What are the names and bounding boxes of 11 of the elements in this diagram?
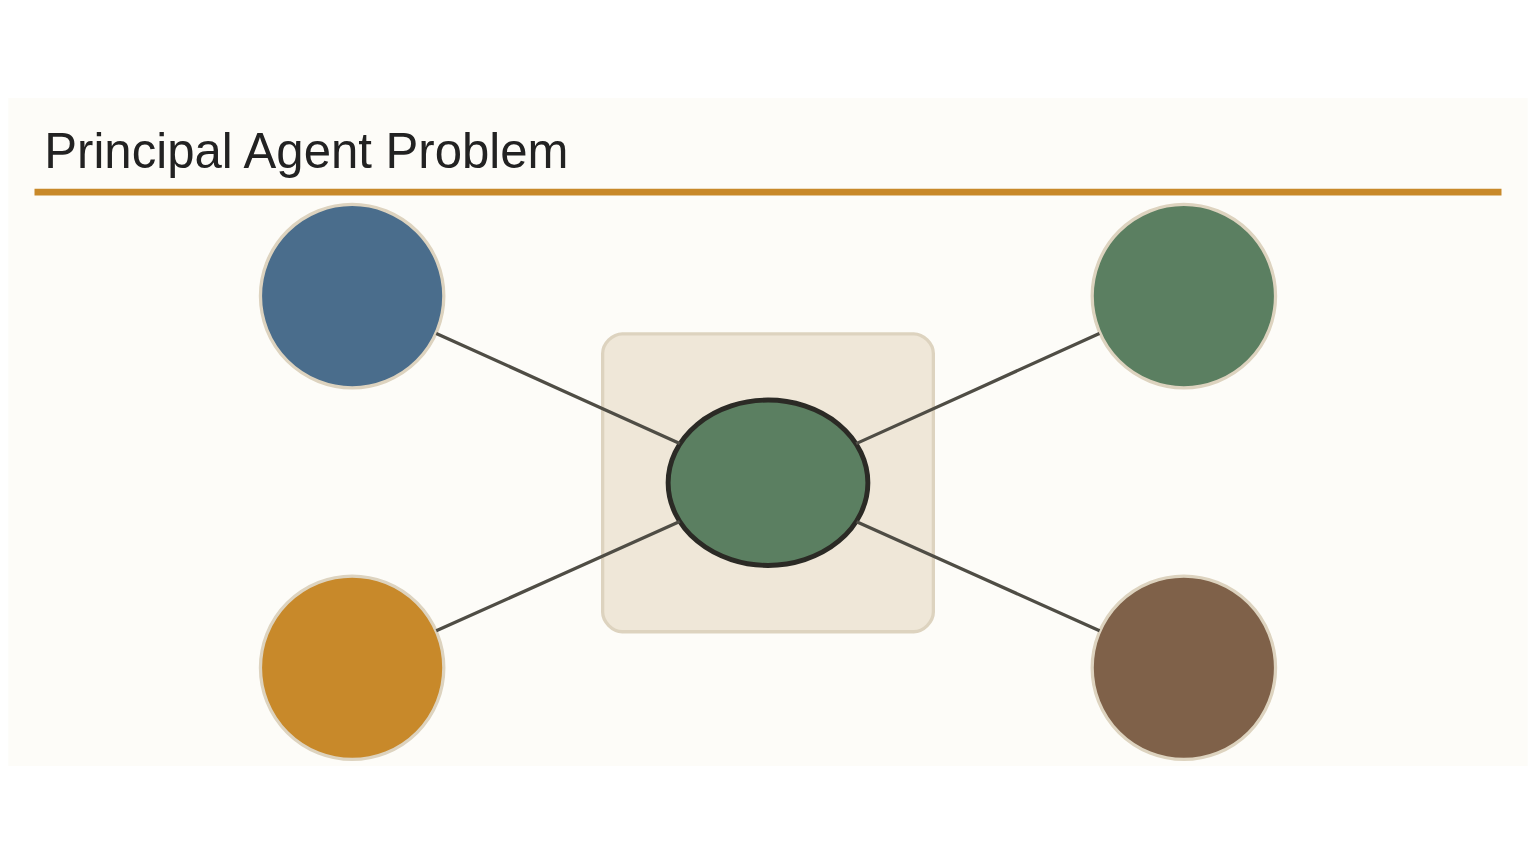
connector	[855, 332, 1101, 446]
node-circle	[1090, 574, 1278, 762]
connector	[435, 520, 681, 633]
connector	[855, 520, 1101, 633]
node-circle	[258, 202, 446, 390]
diagram-title: Principal Agent Problem	[44, 123, 569, 178]
connector	[435, 331, 681, 446]
cluster	[601, 332, 935, 634]
node-ellipse	[665, 397, 871, 568]
node-circle	[258, 574, 446, 762]
node-circle	[1090, 202, 1278, 390]
